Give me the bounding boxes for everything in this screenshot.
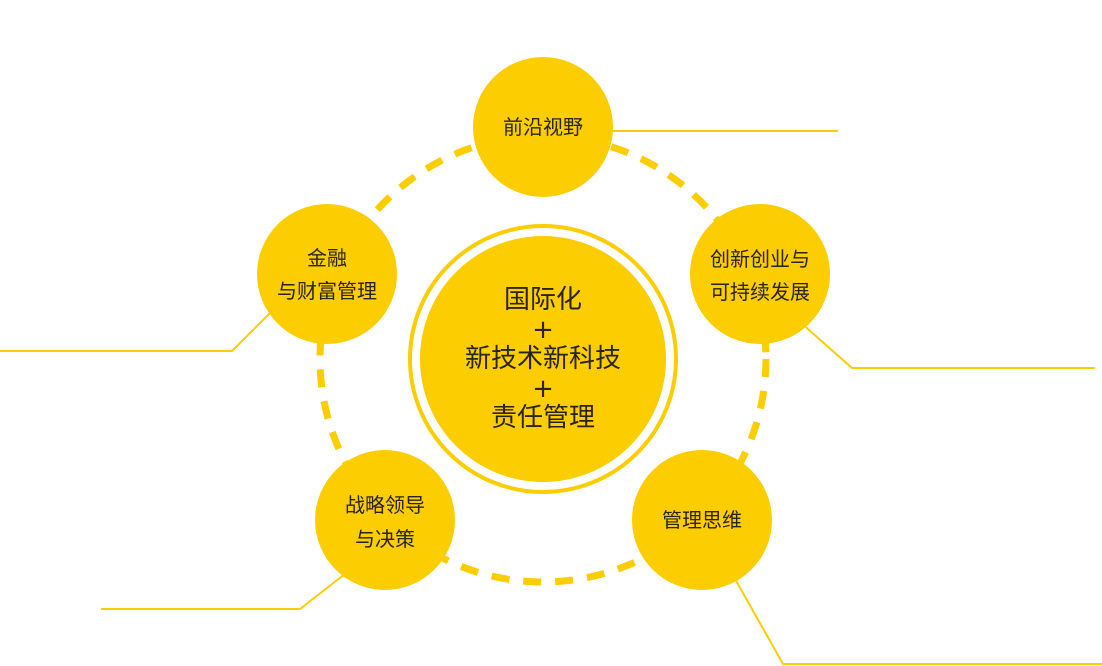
center-plus-2: + (532, 374, 554, 404)
node-label: 金融 (307, 246, 347, 270)
connector-line-left (0, 302, 281, 352)
node-management-thinking: 管理思维 (632, 450, 772, 590)
center-line-1: 国际化 (504, 285, 582, 315)
center-line-3: 责任管理 (491, 403, 595, 433)
connector-line-right (799, 321, 1095, 369)
center-plus-1: + (532, 315, 554, 345)
node-finance-wealth: 金融 与财富管理 (257, 204, 397, 344)
node-innovation-sustainability: 创新创业与 可持续发展 (690, 204, 830, 344)
node-label: 战略领导 (345, 493, 425, 517)
center-text: 国际化 + 新技术新科技 + 责任管理 (465, 285, 621, 433)
center-outer-ring (408, 224, 678, 494)
connector-line-bottom-right (729, 569, 1102, 665)
connector-line-bottom-left (101, 569, 351, 610)
node-label: 创新创业与 (710, 247, 810, 271)
node-label: 管理思维 (662, 508, 742, 532)
connector-lines (0, 130, 1102, 665)
node-label: 与决策 (355, 527, 415, 551)
node-label: 与财富管理 (277, 279, 377, 303)
dashed-orbit-ring (316, 132, 770, 586)
node-label: 前沿视野 (503, 115, 583, 139)
center-circle (420, 236, 666, 482)
node-label: 可持续发展 (710, 280, 810, 304)
node-frontier-vision: 前沿视野 (473, 57, 613, 197)
node-strategic-leadership: 战略领导 与决策 (315, 450, 455, 590)
center-line-2: 新技术新科技 (465, 344, 621, 374)
